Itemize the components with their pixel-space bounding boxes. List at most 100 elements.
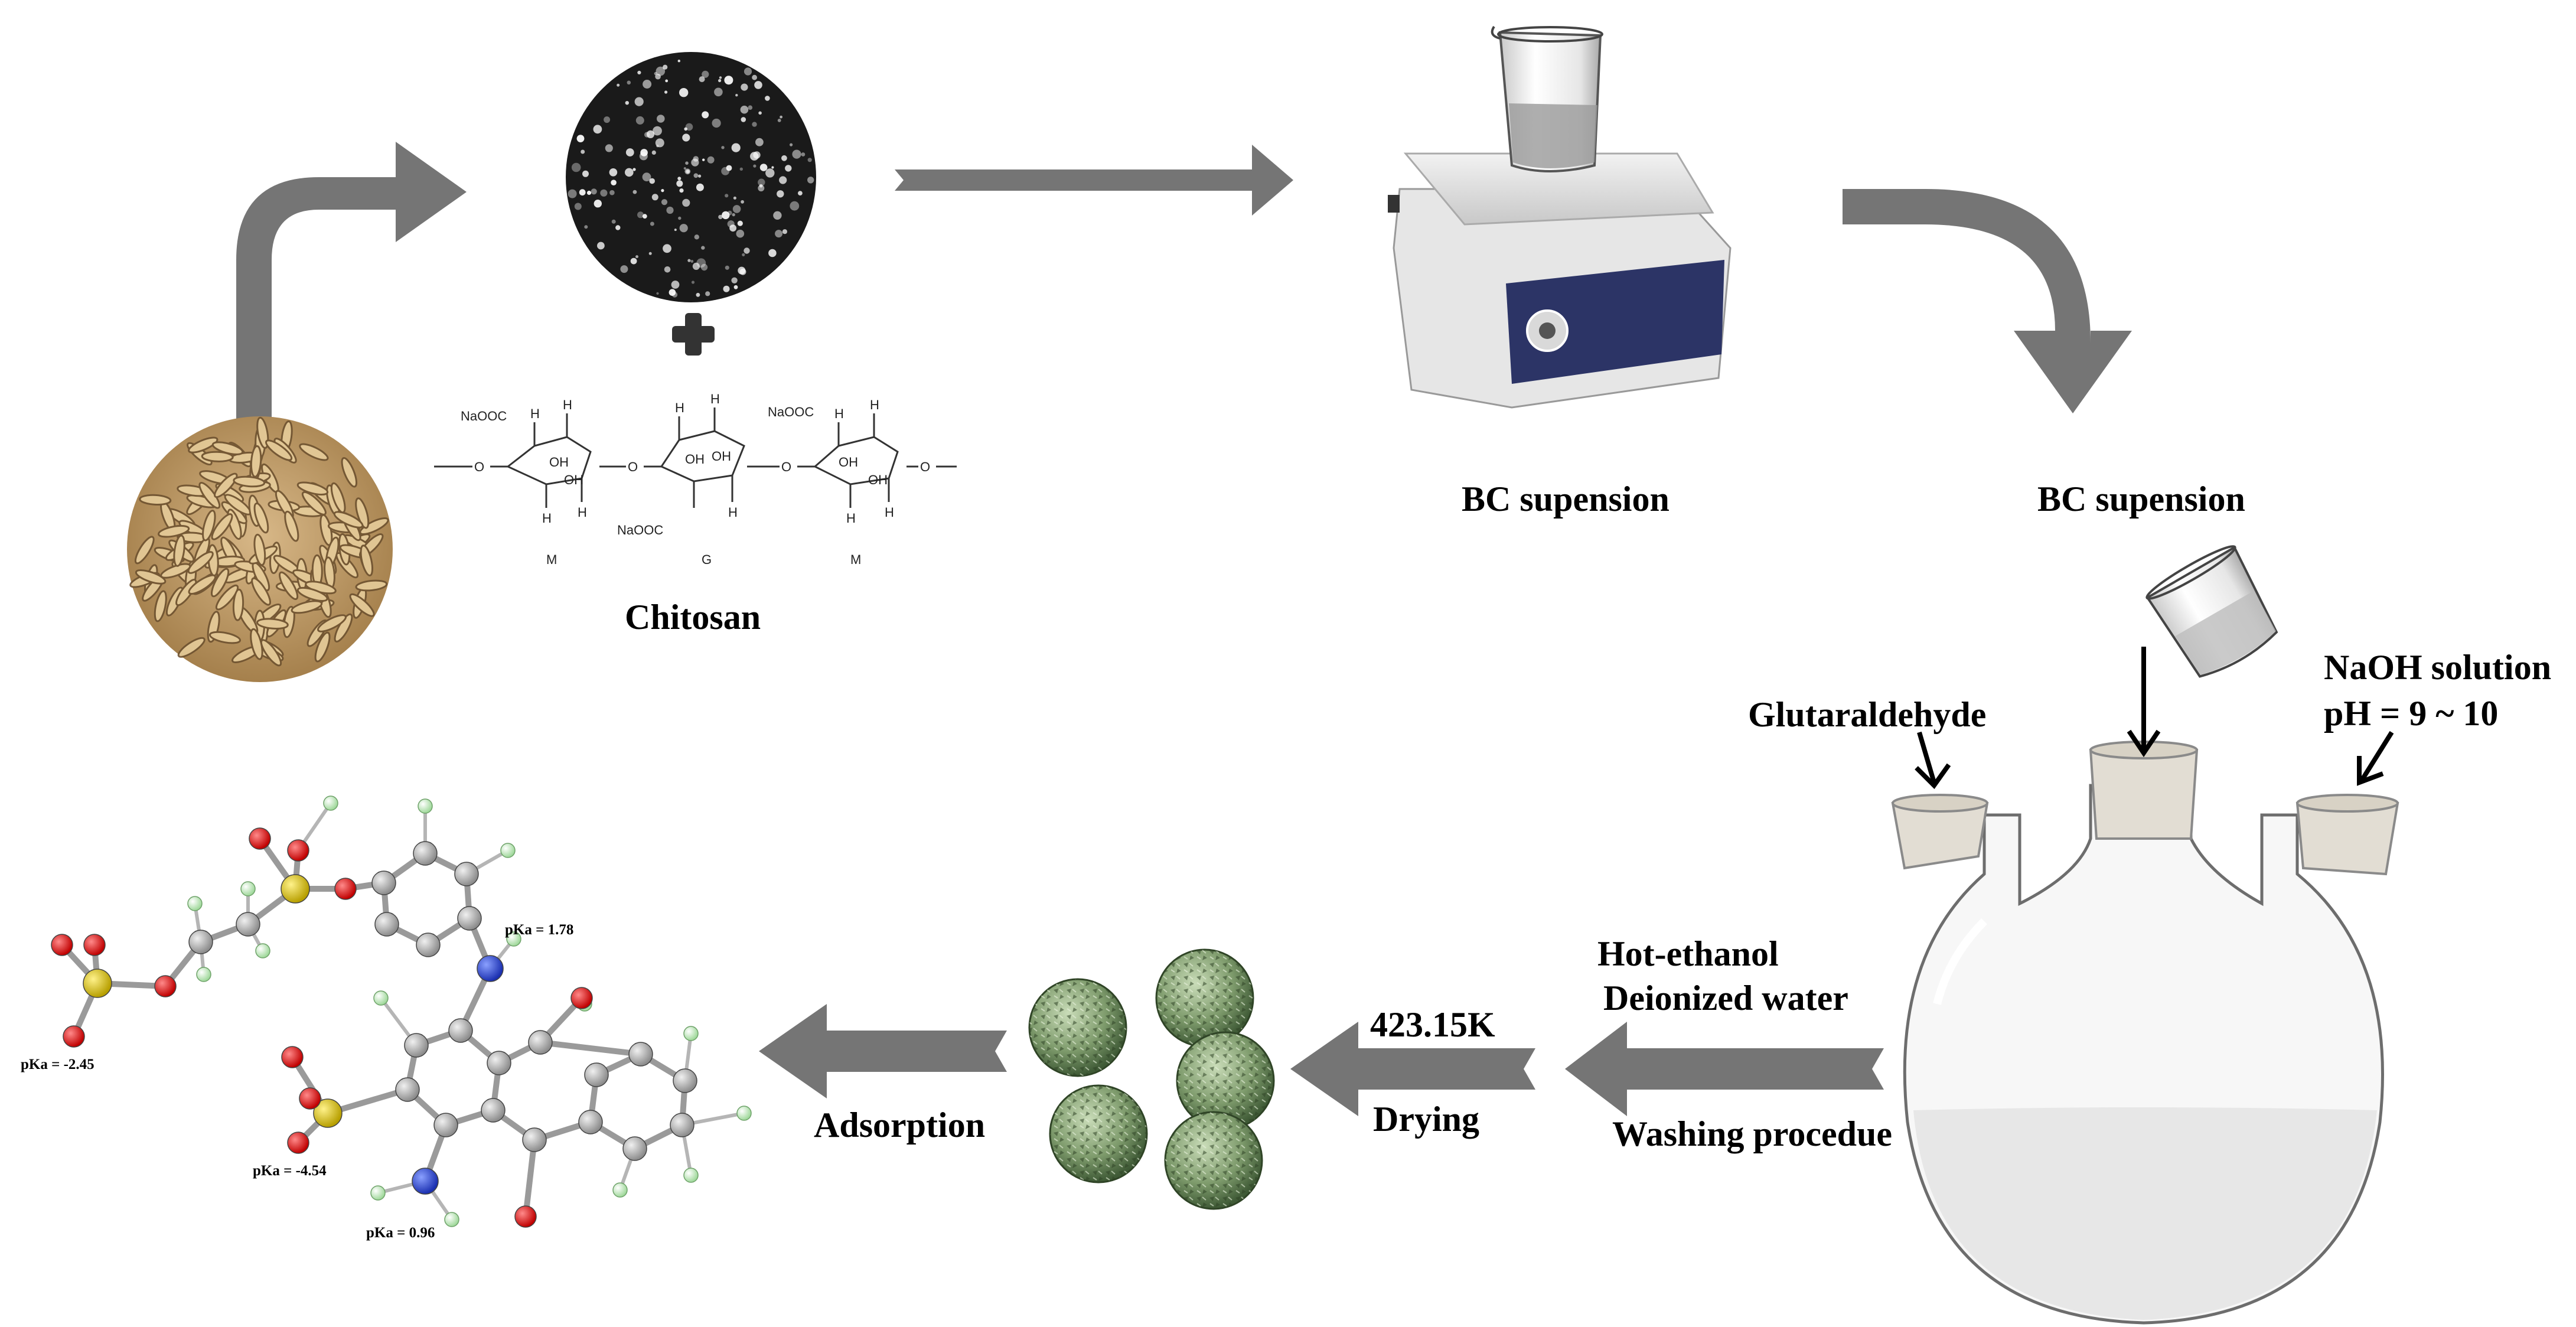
label-pka-4: pKa = 0.96 — [366, 1225, 435, 1241]
chem-o-2: O — [628, 459, 638, 474]
arrow-husk-to-chitosan — [236, 142, 467, 419]
chem-unit-g: G — [702, 552, 712, 567]
chem-substituent-2: NaOOC — [617, 523, 663, 537]
nitrogen-atom — [412, 1168, 439, 1195]
pouring-beaker — [2145, 545, 2278, 678]
bead-4 — [1049, 1084, 1148, 1183]
carbon-atom — [584, 1062, 609, 1087]
chem-h-7: H — [728, 505, 738, 520]
chem-oh-2: OH — [564, 472, 583, 487]
arrow-washing — [1565, 1022, 1884, 1116]
plus-icon — [672, 313, 715, 356]
hydrogen-atom — [196, 967, 211, 982]
carbon-atom — [374, 912, 399, 937]
carbon-atom — [395, 1077, 420, 1102]
arrow-chitosan-to-hotplate — [895, 145, 1293, 216]
label-pka-2: pKa = -2.45 — [21, 1057, 94, 1072]
label-pka-3: pKa = -4.54 — [253, 1163, 327, 1179]
carbon-atom — [673, 1068, 697, 1093]
chem-oh-6: OH — [868, 472, 888, 487]
hydrogen-atom — [506, 931, 521, 947]
chem-substituent-3: NaOOC — [768, 405, 814, 419]
carbon-atom — [404, 1033, 429, 1058]
oxygen-atom — [83, 934, 106, 956]
carbon-atom — [522, 1127, 547, 1152]
carbon-atom — [622, 1136, 647, 1161]
oxygen-atom — [514, 1205, 537, 1228]
carbon-atom — [371, 870, 396, 895]
composite-beads — [1028, 948, 1275, 1210]
chem-o-4: O — [920, 459, 930, 474]
label-adsorption: Adsorption — [814, 1106, 986, 1145]
chem-unit-m1: M — [546, 552, 557, 567]
bond — [540, 1039, 641, 1057]
chem-substituent-1: NaOOC — [461, 409, 507, 423]
hydrogen-atom — [255, 943, 270, 958]
label-naoh-ph: pH = 9 ~ 10 — [2324, 694, 2499, 733]
oxygen-atom — [249, 827, 271, 850]
hydrogen-atom — [373, 990, 389, 1006]
flask-input-arrows — [1915, 647, 2394, 790]
hydrogen-atom — [187, 896, 203, 911]
carbon-atom — [236, 912, 260, 937]
oxygen-atom — [570, 987, 593, 1009]
hydrogen-atom — [612, 1182, 628, 1198]
chem-unit-m2: M — [850, 552, 861, 567]
oxygen-atom — [299, 1087, 321, 1110]
chem-oh-4: OH — [712, 449, 731, 464]
oxygen-atom — [154, 975, 177, 997]
arrow-drying — [1290, 1022, 1535, 1116]
chitosan-structure — [434, 407, 957, 508]
hydrogen-atom — [500, 843, 516, 858]
carbon-atom — [487, 1051, 511, 1075]
carbon-atom — [628, 1042, 653, 1067]
sulfur-atom — [83, 969, 112, 998]
bead-5 — [1164, 1111, 1263, 1210]
chem-h-5: H — [675, 400, 684, 415]
label-drying: Drying — [1373, 1100, 1479, 1139]
hydrogen-atom — [683, 1168, 699, 1183]
oxygen-atom — [51, 934, 73, 956]
chitosan-structure-labels: NaOOC NaOOC NaOOC O O O O OH OH OH OH OH… — [461, 392, 930, 567]
sulfur-atom — [281, 874, 310, 904]
chem-h-4: H — [578, 505, 587, 520]
label-deionized-water: Deionized water — [1603, 979, 1848, 1018]
nitrogen-atom — [477, 955, 504, 982]
label-washing: Washing procedue — [1612, 1114, 1892, 1153]
chem-oh-5: OH — [839, 455, 858, 469]
carbon-atom — [457, 906, 482, 931]
carbon-atom — [528, 1030, 553, 1055]
chem-h-2: H — [563, 397, 572, 412]
arrow-adsorption — [759, 1004, 1007, 1098]
hydrogen-atom — [736, 1106, 752, 1121]
carbon-atom — [481, 1098, 506, 1123]
chem-o-1: O — [474, 459, 484, 474]
oxygen-atom — [287, 839, 309, 862]
dye-molecule — [51, 795, 752, 1228]
chem-oh-1: OH — [549, 455, 569, 469]
bead-2 — [1155, 948, 1254, 1048]
bead-3 — [1176, 1031, 1275, 1130]
carbon-atom — [413, 841, 438, 866]
carbon-atom — [448, 1018, 473, 1043]
chem-h-6: H — [710, 392, 720, 406]
bond — [523, 1139, 537, 1217]
chem-o-3: O — [781, 459, 791, 474]
oxygen-atom — [287, 1132, 309, 1154]
chem-h-8: H — [834, 406, 844, 421]
oxygen-atom — [334, 878, 357, 900]
carbon-atom — [578, 1110, 603, 1134]
rice-husk-image — [127, 416, 393, 682]
chem-h-10: H — [846, 511, 856, 526]
oxygen-atom — [63, 1025, 85, 1048]
chitosan-powder-image — [566, 52, 816, 302]
carbon-atom — [188, 930, 213, 954]
label-temperature: 423.15K — [1370, 1005, 1495, 1044]
hotplate-stirrer — [1388, 152, 1732, 409]
chem-h-1: H — [530, 406, 540, 421]
chem-h-3: H — [542, 511, 552, 526]
carbon-atom — [433, 1113, 458, 1137]
carbon-atom — [454, 862, 479, 886]
chem-oh-3: OH — [685, 452, 705, 467]
